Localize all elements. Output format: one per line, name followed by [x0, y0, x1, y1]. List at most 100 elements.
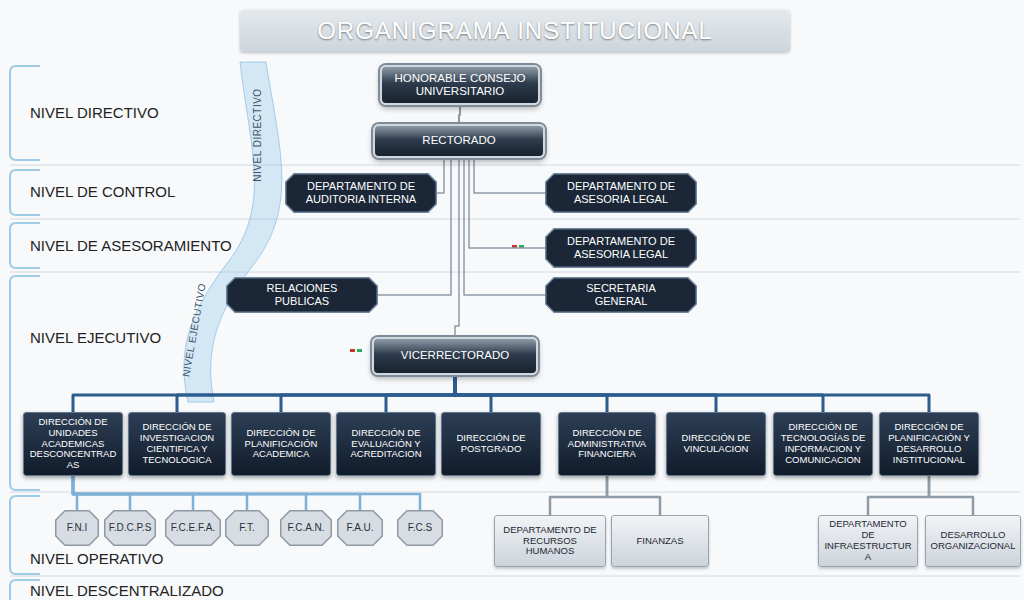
faculty-octagon: F.T. [225, 510, 269, 546]
level-label: NIVEL DIRECTIVO [30, 104, 159, 121]
department-box: DESARROLLO ORGANIZACIONAL [925, 515, 1021, 567]
node-text: DIRECCIÓN DE TECNOLOGÍAS DE INFORMACION … [777, 422, 869, 466]
node-outline-shape [398, 511, 443, 546]
node-outline-shape [281, 511, 332, 546]
connector-line [550, 476, 607, 515]
node-outline-shape [546, 174, 697, 213]
node-text: F.C.E.F.A. [171, 522, 215, 534]
node-text: DIRECCIÓN DE VINCULACION [670, 433, 762, 455]
node-text: F.N.I [67, 522, 88, 534]
executive-box: HONORABLE CONSEJO UNIVERSITARIO [380, 65, 540, 105]
unit-box: DEPARTAMENTO DE ASESORIA LEGAL [545, 173, 697, 213]
node-text: F.T. [239, 522, 255, 534]
connector-line [455, 375, 929, 412]
node-text: F.D.C.P.S [109, 522, 152, 534]
separator-line [10, 219, 1020, 220]
status-dot [357, 349, 362, 352]
node-text: DEPARTAMENTO DE INFRAESTRUCTURA [822, 519, 914, 563]
direction-box: DIRECCIÓN DE EVALUACIÓN Y ACREDITACION [336, 412, 436, 476]
node-text: DIRECCIÓN DE EVALUACIÓN Y ACREDITACION [340, 428, 432, 461]
connector-line [455, 158, 459, 337]
department-box: DEPARTAMENTO DE INFRAESTRUCTURA [818, 515, 918, 567]
node-text: SECRETARIA GENERAL [559, 282, 683, 307]
node-outline-shape [166, 511, 221, 546]
faculty-octagon: F.A.U. [337, 510, 383, 546]
direction-box: DIRECCIÓN DE PLANIFICACIÓN ACADEMICA [231, 412, 331, 476]
connector-line [281, 375, 455, 412]
node-outline-shape [546, 278, 697, 313]
connector-line [437, 158, 444, 193]
level-label: NIVEL OPERATIVO [30, 550, 163, 567]
direction-box: DIRECCIÓN DE VINCULACION [666, 412, 766, 476]
separator-line [10, 576, 1020, 577]
node-text: F.C.A.N. [287, 522, 324, 534]
connector-line [929, 476, 973, 515]
level-label: NIVEL DESCENTRALIZADO [30, 582, 224, 599]
node-text: DIRECCIÓN DE PLANIFICACIÓN Y DESARROLLO … [883, 422, 975, 466]
separator-line [10, 272, 1020, 273]
faculty-octagon: F.D.C.P.S [104, 510, 156, 546]
connector-line [386, 375, 455, 412]
department-box: DEPARTAMENTO DE RECURSOS HUMANOS [494, 515, 606, 567]
connector-line [464, 158, 545, 295]
title-text: ORGANIGRAMA INSTITUCIONAL [317, 17, 713, 45]
node-text: RELACIONES PUBLICAS [240, 282, 364, 307]
unit-box: RELACIONES PUBLICAS [226, 277, 378, 313]
node-text: HONORABLE CONSEJO UNIVERSITARIO [390, 72, 530, 98]
node-outline-shape [286, 174, 437, 213]
direction-box: DIRECCIÓN DE INVESTIGACION CIENTIFICA Y … [128, 412, 226, 476]
node-text: F.A.U. [346, 522, 373, 534]
node-text: DEPARTAMENTO DE AUDITORIA INTERNA [299, 180, 423, 205]
node-text: F.C.S [408, 522, 432, 534]
level-ribbon [184, 62, 282, 402]
connector-line [177, 375, 455, 412]
node-text: DEPARTAMENTO DE ASESORIA LEGAL [559, 235, 683, 260]
node-text: VICERRECTORADO [401, 349, 509, 362]
node-text: DEPARTAMENTO DE RECURSOS HUMANOS [498, 525, 602, 558]
connector-line [469, 158, 545, 248]
direction-box: DIRECCIÓN DE TECNOLOGÍAS DE INFORMACION … [773, 412, 873, 476]
department-box: FINANZAS [611, 515, 709, 567]
executive-box: RECTORADO [373, 124, 545, 158]
separator-line [10, 165, 1020, 166]
node-outline-shape [338, 511, 383, 546]
vertical-level-label: NIVEL DIRECTIVO [252, 88, 263, 181]
direction-box: DIRECCIÓN DE POSTGRADO [441, 412, 541, 476]
connector-line [607, 476, 660, 515]
faculty-octagon: F.C.S [397, 510, 443, 546]
node-text: DIRECCIÓN DE INVESTIGACION CIENTIFICA Y … [132, 422, 222, 466]
executive-box: VICERRECTORADO [372, 337, 538, 375]
node-text: DIRECCIÓN DE ADMINISTRATIVA FINANCIERA [562, 428, 652, 461]
connector-line [474, 158, 545, 193]
direction-box: DIRECCIÓN DE ADMINISTRATIVA FINANCIERA [558, 412, 656, 476]
node-text: DESARROLLO ORGANIZACIONAL [929, 530, 1017, 552]
title-banner: ORGANIGRAMA INSTITUCIONAL [240, 10, 790, 52]
node-outline-shape [546, 229, 697, 268]
level-label: NIVEL EJECUTIVO [30, 329, 161, 346]
node-text: RECTORADO [422, 134, 495, 147]
connector-line [73, 476, 420, 510]
direction-box: DIRECCIÓN DE UNIDADES ACADEMICAS DESCONC… [23, 412, 123, 476]
unit-box: SECRETARIA GENERAL [545, 277, 697, 313]
node-text: DEPARTAMENTO DE ASESORIA LEGAL [559, 180, 683, 205]
level-label: NIVEL DE CONTROL [30, 183, 175, 200]
status-dot [350, 349, 355, 352]
direction-box: DIRECCIÓN DE PLANIFICACIÓN Y DESARROLLO … [879, 412, 979, 476]
connector-line [868, 476, 929, 515]
node-outline-shape [227, 278, 378, 313]
node-text: FINANZAS [637, 536, 684, 547]
node-text: DIRECCIÓN DE UNIDADES ACADEMICAS DESCONC… [27, 417, 119, 472]
node-text: DIRECCIÓN DE POSTGRADO [445, 433, 537, 455]
unit-box: DEPARTAMENTO DE ASESORIA LEGAL [545, 228, 697, 268]
faculty-octagon: F.N.I [55, 510, 99, 546]
unit-box: DEPARTAMENTO DE AUDITORIA INTERNA [285, 173, 437, 213]
node-outline-shape [56, 511, 99, 546]
faculty-octagon: F.C.A.N. [280, 510, 332, 546]
connector-line [459, 105, 460, 124]
separator-line [10, 492, 1020, 493]
node-outline-shape [226, 511, 269, 546]
node-text: DIRECCIÓN DE PLANIFICACIÓN ACADEMICA [235, 428, 327, 461]
connector-line [73, 375, 455, 412]
